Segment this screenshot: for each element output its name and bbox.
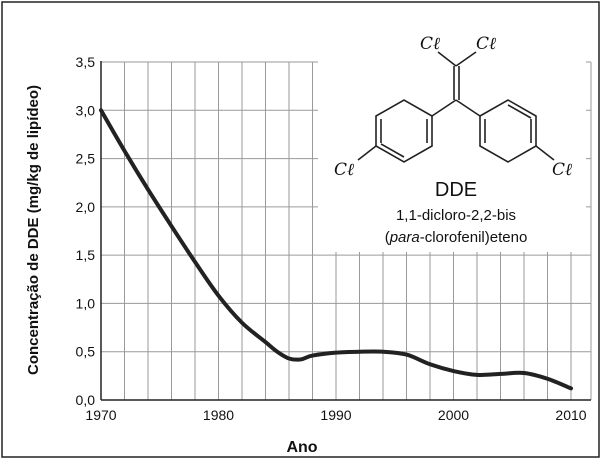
y-tick-label: 2,0 <box>76 199 96 215</box>
x-tick-label: 1970 <box>85 407 116 423</box>
y-tick-label: 1,5 <box>76 247 96 263</box>
axes <box>100 61 591 401</box>
x-tick-label: 1980 <box>203 407 234 423</box>
y-tick-label: 0,5 <box>76 344 96 360</box>
x-axis-label: Ano <box>286 439 317 456</box>
x-tick-label: 2010 <box>555 407 586 423</box>
chlorine-label-top-right: Cℓ <box>476 34 496 54</box>
y-tick-label: 3,0 <box>76 102 96 118</box>
molecule-description-line2: (para-clorofenil)eteno <box>385 229 528 246</box>
y-tick-label: 2,5 <box>76 151 96 167</box>
y-axis-label: Concentração de DDE (mg/kg de lipídeo) <box>25 85 42 375</box>
molecule-inset-background <box>318 10 586 252</box>
y-tick-label: 1,0 <box>76 295 96 311</box>
y-tick-label: 0,0 <box>76 392 96 408</box>
x-tick-label: 1990 <box>320 407 351 423</box>
chlorine-label-bottom-right: Cℓ <box>552 160 572 180</box>
para-italic: para <box>389 229 420 246</box>
chlorine-label-top-left: Cℓ <box>420 34 440 54</box>
x-tick-labels: 1970 1980 1990 2000 2010 <box>85 407 586 423</box>
paren-open: ( <box>385 229 390 246</box>
x-tick-label: 2000 <box>438 407 469 423</box>
y-tick-label: 3,5 <box>76 54 96 70</box>
dde-molecule-structure-icon <box>357 51 555 163</box>
molecule-name: DDE <box>435 179 477 201</box>
molecule-description-line1: 1,1-dicloro-2,2-bis <box>396 207 516 224</box>
series-line <box>99 108 573 391</box>
y-tick-labels: 0,0 0,5 1,0 1,5 2,0 2,5 3,0 3,5 <box>76 54 96 408</box>
description-rest: -clorofenil)eteno <box>420 229 528 246</box>
chlorine-label-bottom-left: Cℓ <box>334 160 354 180</box>
